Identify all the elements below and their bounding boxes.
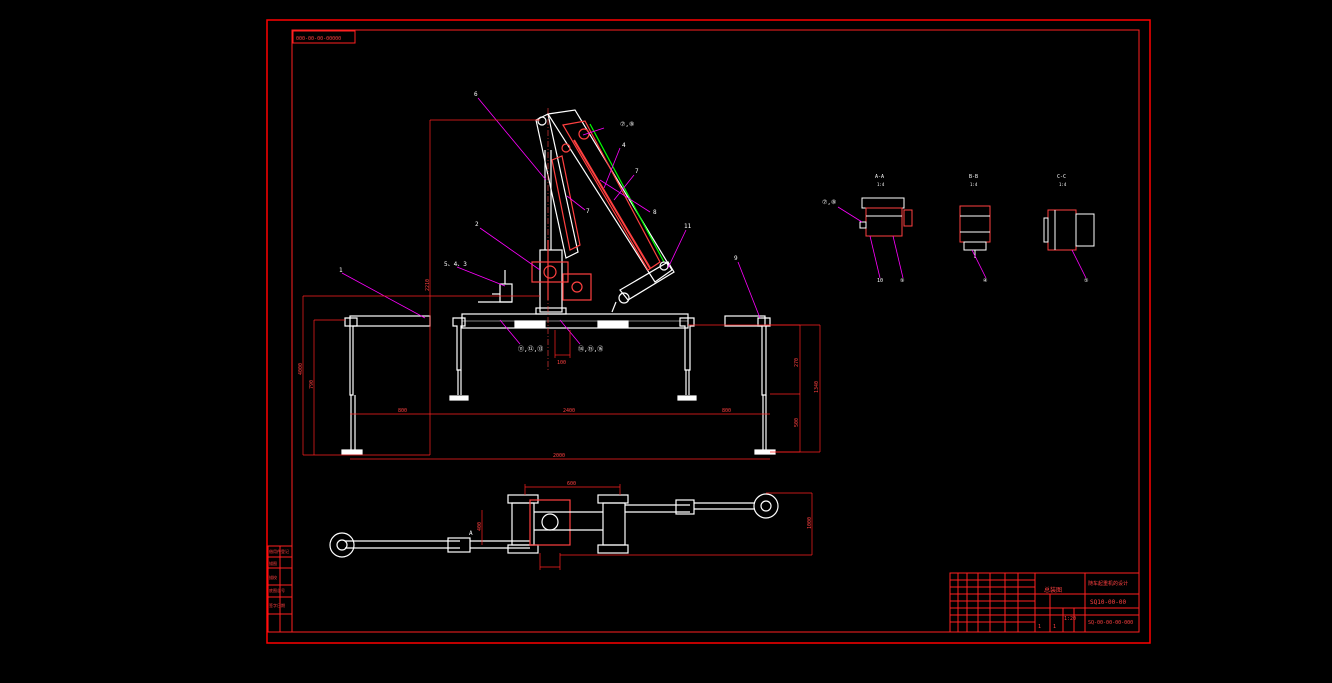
callout-7a: 7 xyxy=(635,168,639,175)
dim-overall-h: 1340 xyxy=(814,381,820,393)
jib-tip xyxy=(611,261,675,313)
callout-11-12-13: ⑪,⑫,⑬ xyxy=(518,345,543,353)
callout-5-4-3: 5、4、3 xyxy=(444,261,467,268)
dim-left-span: 800 xyxy=(398,408,407,414)
dim-col-width: 100 xyxy=(557,360,566,366)
left-strip-3: 底图总号 xyxy=(269,587,285,593)
section-cc-scale: 1:4 xyxy=(1059,182,1067,187)
callout-14-15-16: ⑭,⑮,⑯ xyxy=(578,345,603,353)
section-aa-callout-9: ⑨ xyxy=(900,278,905,284)
callout-1: 1 xyxy=(339,267,343,274)
inner-frame xyxy=(291,29,1140,633)
callout-8: 8 xyxy=(653,209,657,216)
left-strip xyxy=(267,545,293,633)
section-cc xyxy=(1043,209,1095,251)
dim-base-h1: 270 xyxy=(794,358,800,367)
title-block xyxy=(949,572,1140,633)
callout-7b: 7 xyxy=(586,208,590,215)
section-aa-callout-78: ⑦,⑧ xyxy=(822,199,836,206)
plan-section-marker: A xyxy=(469,530,473,537)
section-bb xyxy=(959,205,991,258)
title-project: 随车起重机的设计 xyxy=(1088,580,1128,587)
section-aa xyxy=(859,197,913,237)
left-strip-1: 描图 xyxy=(269,560,277,566)
callout-4: 4 xyxy=(622,142,626,149)
code-box-text: 000-00-00-00000 xyxy=(296,36,341,42)
callout-11: 11 xyxy=(684,223,692,230)
left-strip-4: 签字日期 xyxy=(269,602,285,608)
section-bb-scale: 1:4 xyxy=(970,182,978,187)
jib-boom xyxy=(546,109,673,283)
section-aa-leaders xyxy=(837,206,904,279)
dim-right-span: 800 xyxy=(722,408,731,414)
leg-left-outer xyxy=(341,317,363,455)
plan-dimensions xyxy=(481,484,813,570)
section-bb-callout-4: ④ xyxy=(983,278,988,284)
section-aa-scale: 1:4 xyxy=(877,182,885,187)
dimensions-front xyxy=(302,119,821,460)
luffing-cylinder xyxy=(573,139,651,269)
main-boom xyxy=(535,113,581,259)
title-sheet-code: SQ-00-00-00-000 xyxy=(1088,620,1133,626)
callout-7-8-top: ⑦,⑧ xyxy=(620,121,634,128)
callout-9: 9 xyxy=(734,255,738,262)
section-bb-title: B-B xyxy=(969,174,978,180)
dim-left-outer: 4000 xyxy=(298,363,304,375)
title-drawing-number: SQ10-00-00 xyxy=(1090,599,1127,606)
title-assembly-label: 总装图 xyxy=(1044,586,1062,594)
outer-frame xyxy=(266,19,1151,644)
dim-mid-height: 790 xyxy=(309,380,315,389)
title-sheets: 1 xyxy=(1053,624,1056,630)
section-cc-callout-5: ⑤ xyxy=(1084,278,1089,284)
title-sheet: 1 xyxy=(1038,624,1041,630)
plan-dim-right: 1000 xyxy=(807,517,813,529)
dim-bottom-total: 2000 xyxy=(553,453,565,459)
dim-height-total: 2210 xyxy=(425,279,431,291)
callout-6: 6 xyxy=(474,91,478,98)
control-levers xyxy=(478,270,513,303)
section-bb-leader xyxy=(971,249,987,279)
section-aa-title: A-A xyxy=(875,174,884,180)
dim-center-span: 2400 xyxy=(563,408,575,414)
crane-column xyxy=(535,150,567,315)
leaders-front xyxy=(341,97,761,345)
section-cc-title: C-C xyxy=(1057,174,1066,180)
left-strip-0: 借用件登记 xyxy=(269,548,289,554)
extension-cable xyxy=(589,123,665,263)
callout-2: 2 xyxy=(475,221,479,228)
section-aa-callout-10: 10 xyxy=(877,278,883,284)
plan-view xyxy=(329,493,779,558)
section-cc-leader xyxy=(1071,249,1087,279)
code-box xyxy=(292,30,356,44)
dim-base-h2: 500 xyxy=(794,418,800,427)
plan-dim-mid: 400 xyxy=(477,522,483,531)
leg-right-outer xyxy=(754,317,776,455)
plan-dim-top: 600 xyxy=(567,481,576,487)
main-beam xyxy=(349,313,766,329)
leg-left-inner xyxy=(449,317,469,401)
left-strip-2: 描校 xyxy=(269,574,277,580)
leg-right-inner xyxy=(677,317,697,401)
title-scale: 1:20 xyxy=(1064,616,1076,622)
